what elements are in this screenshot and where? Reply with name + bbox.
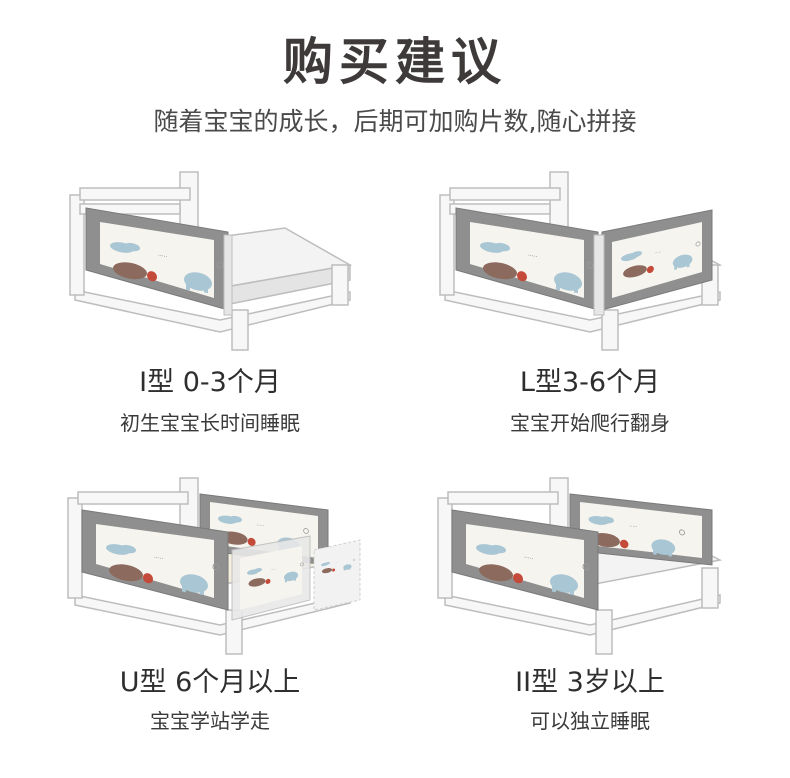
- l-type-description: 宝宝开始爬行翻身: [510, 411, 670, 435]
- u-type-bed-illustration: [67, 477, 361, 655]
- ii-type-description: 可以独立睡眠: [530, 709, 650, 733]
- page-subtitle: 随着宝宝的成长，后期可加购片数,随心拼接: [153, 107, 637, 136]
- u-type-description: 宝宝学站学走: [150, 709, 270, 733]
- i-type-label: I型 0-3个月: [139, 367, 281, 398]
- i-type-description: 初生宝宝长时间睡眠: [120, 411, 300, 435]
- page-title: 购买建议: [283, 33, 507, 91]
- u-type-label: U型 6个月以上: [119, 667, 301, 698]
- l-type-label: L型3-6个月: [519, 367, 661, 398]
- i-type-bed-illustration: [69, 171, 353, 351]
- ii-type-bed-illustration: [437, 477, 723, 655]
- ii-type-label: II型 3岁以上: [515, 667, 665, 698]
- l-type-bed-illustration: [439, 171, 723, 351]
